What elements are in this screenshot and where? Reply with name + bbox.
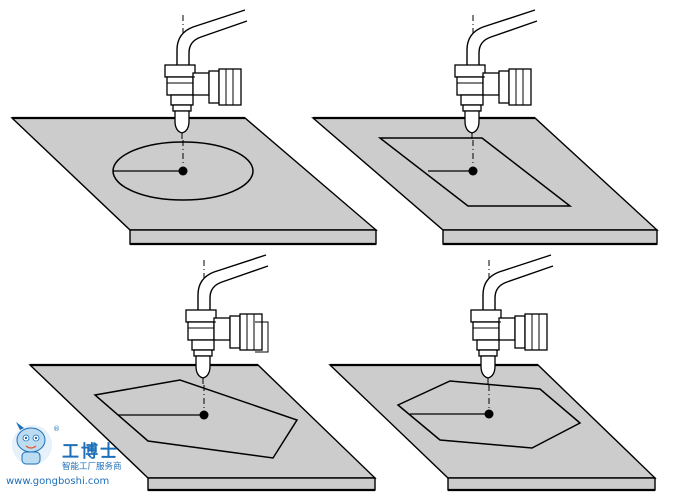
work-plate bbox=[311, 117, 659, 231]
center-point bbox=[199, 410, 209, 420]
plate-edge bbox=[147, 477, 376, 491]
center-point bbox=[484, 409, 494, 419]
work-plate bbox=[10, 117, 378, 231]
center-point bbox=[178, 166, 188, 176]
dimension-bracket bbox=[255, 321, 269, 353]
watermark-brand: 工博士 bbox=[62, 442, 119, 462]
plate-edge bbox=[447, 477, 656, 491]
panel-pentagon bbox=[28, 254, 377, 492]
pentagon-path bbox=[93, 379, 299, 459]
panel-hexagon bbox=[328, 254, 657, 492]
watermark-tagline: 智能工厂服务商 bbox=[62, 462, 122, 472]
watermark-mascot bbox=[12, 422, 52, 465]
plate-edge bbox=[129, 229, 377, 245]
work-plate bbox=[328, 364, 657, 479]
watermark-url: www.gongboshi.com bbox=[6, 476, 110, 487]
hexagon-path bbox=[396, 380, 582, 449]
panel-circle bbox=[10, 9, 378, 246]
center-point bbox=[468, 166, 478, 176]
panel-rectangle bbox=[311, 9, 659, 246]
rectangle-path bbox=[377, 137, 573, 207]
plate-edge bbox=[442, 229, 658, 245]
registered-mark: ® bbox=[53, 425, 60, 433]
